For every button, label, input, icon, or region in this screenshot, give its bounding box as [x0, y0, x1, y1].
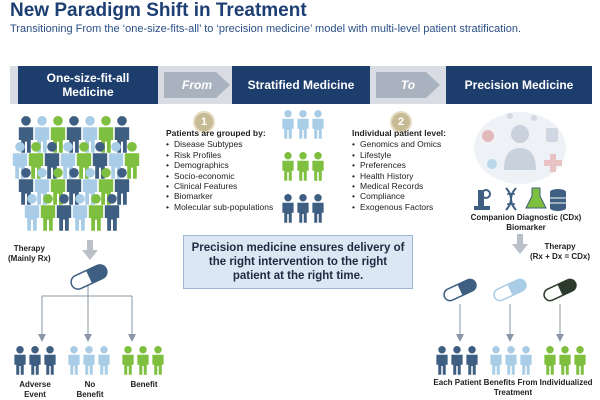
no-benefit-group-icon	[66, 344, 112, 376]
grouping-item: Biomarker	[166, 191, 273, 202]
step-one-badge: 1	[193, 111, 215, 133]
light-outcome-group-icon	[488, 344, 534, 376]
individual-item: Lifestyle	[352, 150, 446, 161]
companion-diagnostic-icon	[472, 186, 568, 212]
individual-list: Individual patient level: Genomics and O…	[352, 128, 446, 213]
dark-outcome-group-icon	[434, 344, 480, 376]
branch-arrows-icon	[22, 286, 152, 344]
individual-item: Genomics and Omics	[352, 139, 446, 150]
individualized-line2: Treatment	[493, 387, 533, 397]
companion-line1: Companion Diagnostic (CDx)	[470, 213, 582, 222]
therapy-left-line1: Therapy	[13, 244, 45, 253]
individual-item: Exogenous Factors	[352, 202, 446, 213]
individual-item: Compliance	[352, 191, 446, 202]
from-arrow-label: From	[182, 78, 212, 92]
grouping-list: Patients are grouped by: Disease Subtype…	[166, 128, 273, 213]
individual-heading: Individual patient level:	[352, 128, 446, 138]
patient-profile-icon	[470, 108, 570, 186]
grouping-heading: Patients are grouped by:	[166, 128, 266, 138]
green-patient-group-icon	[280, 150, 326, 182]
therapy-left-label: Therapy (Mainly Rx)	[8, 244, 51, 263]
therapy-left-line2: (Mainly Rx)	[8, 253, 51, 263]
no-benefit-line2: Benefit	[76, 389, 104, 399]
no-benefit-label: No Benefit	[73, 380, 107, 399]
adverse-event-line2: Event	[24, 389, 46, 399]
patient-crowd-icon	[12, 112, 142, 242]
stage-one-size-fits-all: One-size-fit-all Medicine	[18, 66, 158, 104]
from-arrow: From	[164, 72, 230, 98]
pill-capsule-icon	[66, 262, 112, 292]
individualized-outcome-label: Each Patient Benefits From Individualize…	[430, 378, 596, 397]
therapy-right-line1: Therapy	[544, 242, 576, 251]
grouping-item: Demographics	[166, 160, 273, 171]
individual-item: Medical Records	[352, 181, 446, 192]
companion-line2: Biomarker	[506, 222, 546, 232]
individual-item: Health History	[352, 171, 446, 182]
grouping-item: Socio-economic	[166, 171, 273, 182]
stage-stratified-medicine: Stratified Medicine	[232, 66, 370, 104]
precision-callout: Precision medicine ensures delivery of t…	[183, 235, 413, 289]
no-benefit-line1: No	[84, 380, 96, 389]
page-title: New Paradigm Shift in Treatment	[10, 0, 307, 21]
down-arrow-icon	[82, 240, 98, 260]
pill-down-arrows-icon	[440, 304, 590, 344]
adverse-event-group-icon	[12, 344, 58, 376]
individual-item: Preferences	[352, 160, 446, 171]
pill-green-icon	[540, 276, 580, 304]
grouping-item: Disease Subtypes	[166, 139, 273, 150]
therapy-right-label: Therapy (Rx + Dx = CDx)	[526, 242, 594, 261]
individualized-line1: Each Patient Benefits From Individualize…	[433, 378, 593, 387]
grouping-item: Risk Profiles	[166, 150, 273, 161]
therapy-right-line2: (Rx + Dx = CDx)	[529, 251, 591, 261]
grouping-item: Molecular sub-populations	[166, 202, 273, 213]
to-arrow: To	[376, 72, 440, 98]
step-two-badge: 2	[390, 111, 412, 133]
adverse-event-line1: Adverse	[19, 380, 51, 389]
benefit-label: Benefit	[130, 380, 158, 389]
dark-patient-group-icon	[280, 192, 326, 224]
pill-dark-icon	[440, 276, 480, 304]
companion-diagnostic-label: Companion Diagnostic (CDx) Biomarker	[460, 213, 592, 232]
grouping-item: Clinical Features	[166, 181, 273, 192]
to-arrow-label: To	[400, 78, 416, 92]
light-blue-patient-group-icon	[280, 108, 326, 140]
benefit-group-icon	[120, 344, 166, 376]
stage-precision-medicine: Precision Medicine	[446, 66, 592, 104]
page-subtitle: Transitioning From the ‘one-size-fits-al…	[10, 23, 522, 35]
pill-light-icon	[490, 276, 530, 304]
green-outcome-group-icon	[542, 344, 588, 376]
adverse-event-label: Adverse Event	[18, 380, 52, 399]
down-arrow-right-icon	[512, 234, 528, 254]
